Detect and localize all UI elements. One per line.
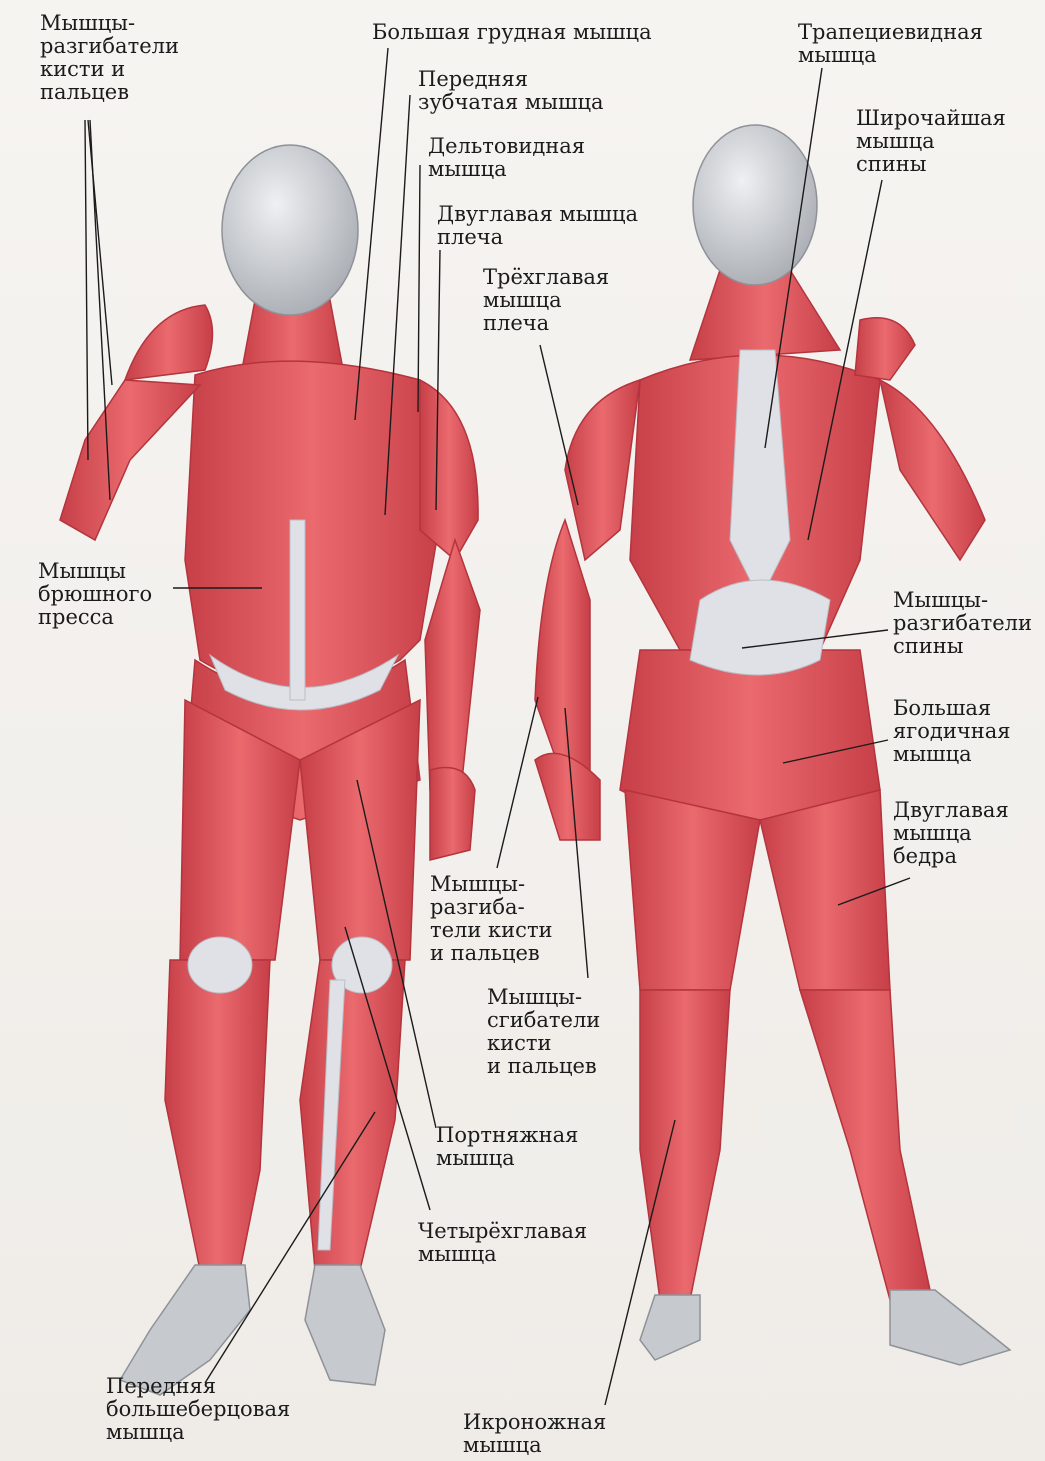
label-serratus-anterior: Передняя зубчатая мышца	[418, 68, 604, 114]
label-extensors-hand-back: Мышцы- разгиба- тели кисти и пальцев	[430, 873, 553, 965]
label-latissimus: Широчайшая мышца спины	[856, 107, 1006, 176]
label-tibialis-anterior: Передняя большеберцовая мышца	[106, 1375, 290, 1444]
label-deltoid: Дельтовидная мышца	[428, 135, 585, 181]
label-abdominals: Мышцы брюшного пресса	[38, 560, 152, 629]
front-head	[222, 145, 358, 315]
label-erector-spinae: Мышцы- разгибатели спины	[893, 589, 1032, 658]
front-figure	[60, 145, 480, 1395]
leader-pectoralis	[355, 48, 388, 420]
label-flexors-hand: Мышцы- сгибатели кисти и пальцев	[487, 986, 600, 1078]
label-biceps: Двуглавая мышца плеча	[437, 203, 638, 249]
leader-deltoid	[418, 165, 420, 412]
label-sartorius: Портняжная мышца	[436, 1124, 578, 1170]
leader-extensors-back	[497, 697, 538, 868]
label-pectoralis-major: Большая грудная мышца	[372, 21, 652, 44]
label-biceps-femoris: Двуглавая мышца бедра	[893, 799, 1009, 868]
label-gluteus-maximus: Большая ягодичная мышца	[893, 697, 1010, 766]
back-feet	[640, 1290, 1010, 1365]
back-head	[693, 125, 817, 285]
label-extensors-hand-front: Мышцы- разгибатели кисти и пальцев	[40, 12, 179, 104]
label-triceps: Трёхглавая мышца плеча	[483, 266, 609, 335]
label-trapezius: Трапециевидная мышца	[798, 21, 983, 67]
leader-extensors-front-1	[85, 120, 88, 460]
label-gastrocnemius: Икроножная мышца	[463, 1411, 606, 1457]
leader-triceps	[540, 345, 578, 505]
label-quadriceps: Четырёхглавая мышца	[418, 1220, 587, 1266]
front-body-musculature	[60, 300, 480, 1270]
